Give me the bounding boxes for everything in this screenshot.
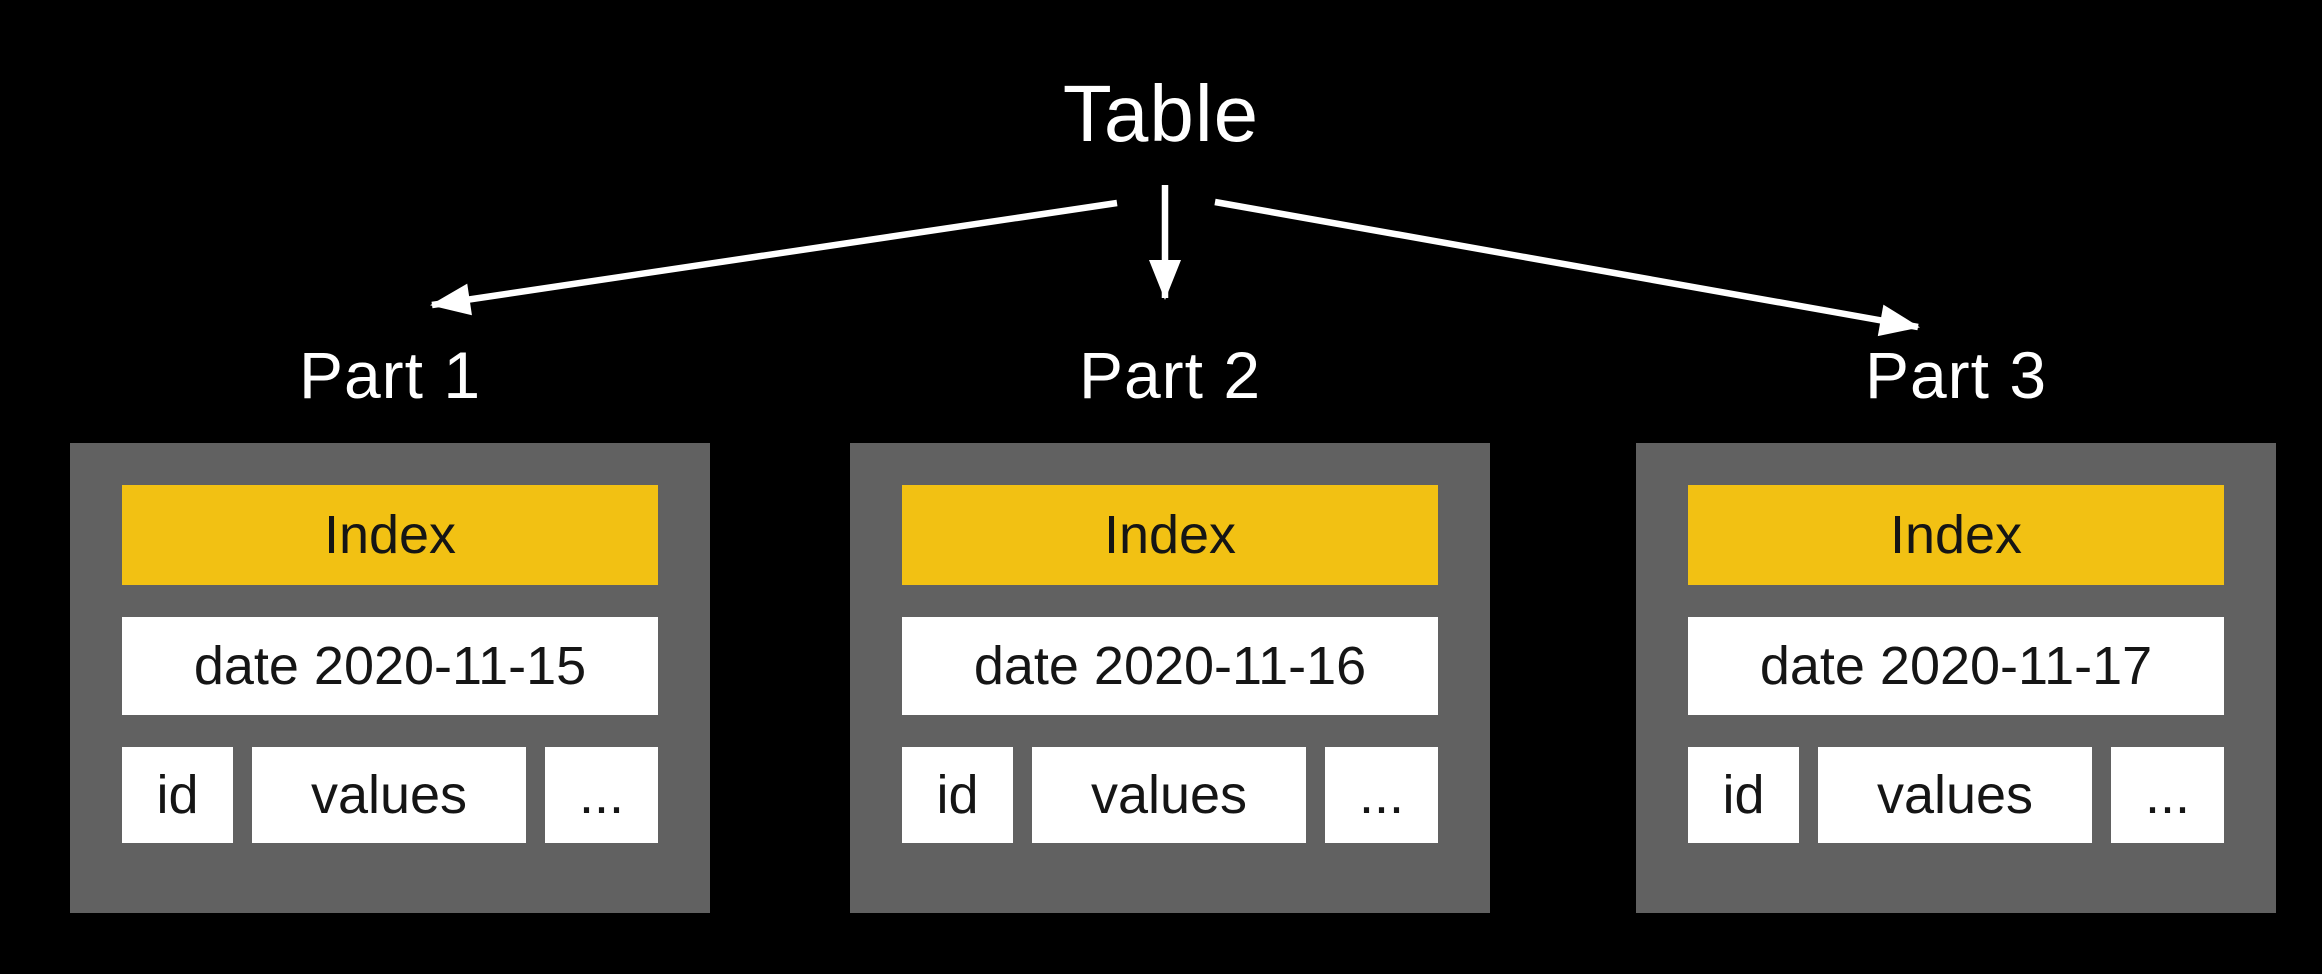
date-bar: date 2020-11-17 — [1688, 617, 2224, 715]
index-bar: Index — [1688, 485, 2224, 585]
partition-card: Index date 2020-11-16 id values ... — [850, 443, 1490, 913]
date-bar: date 2020-11-15 — [122, 617, 658, 715]
partition-column-1: Part 1 Index date 2020-11-15 id values .… — [70, 340, 710, 913]
partition-label: Part 1 — [298, 338, 482, 412]
date-bar: date 2020-11-16 — [902, 617, 1438, 715]
column-cell-id: id — [902, 747, 1013, 843]
columns-row: id values ... — [122, 747, 658, 843]
diagram-title: Table — [1062, 69, 1260, 158]
column-cell-id: id — [1688, 747, 1799, 843]
column-cell-values: values — [1818, 747, 2092, 843]
column-cell-id: id — [122, 747, 233, 843]
partition-card: Index date 2020-11-17 id values ... — [1636, 443, 2276, 913]
column-cell-values: values — [1032, 747, 1306, 843]
arrow-to-part-1-icon — [430, 199, 1118, 316]
arrow-to-part-3-icon — [1214, 198, 1920, 337]
partition-label: Part 2 — [1078, 338, 1262, 412]
partition-card: Index date 2020-11-15 id values ... — [70, 443, 710, 913]
index-bar: Index — [902, 485, 1438, 585]
columns-row: id values ... — [902, 747, 1438, 843]
partition-label: Part 3 — [1864, 338, 2048, 412]
column-cell-more: ... — [545, 747, 658, 843]
column-cell-more: ... — [2111, 747, 2224, 843]
index-bar: Index — [122, 485, 658, 585]
partition-column-3: Part 3 Index date 2020-11-17 id values .… — [1636, 340, 2276, 913]
column-cell-values: values — [252, 747, 526, 843]
columns-row: id values ... — [1688, 747, 2224, 843]
column-cell-more: ... — [1325, 747, 1438, 843]
partition-column-2: Part 2 Index date 2020-11-16 id values .… — [850, 340, 1490, 913]
